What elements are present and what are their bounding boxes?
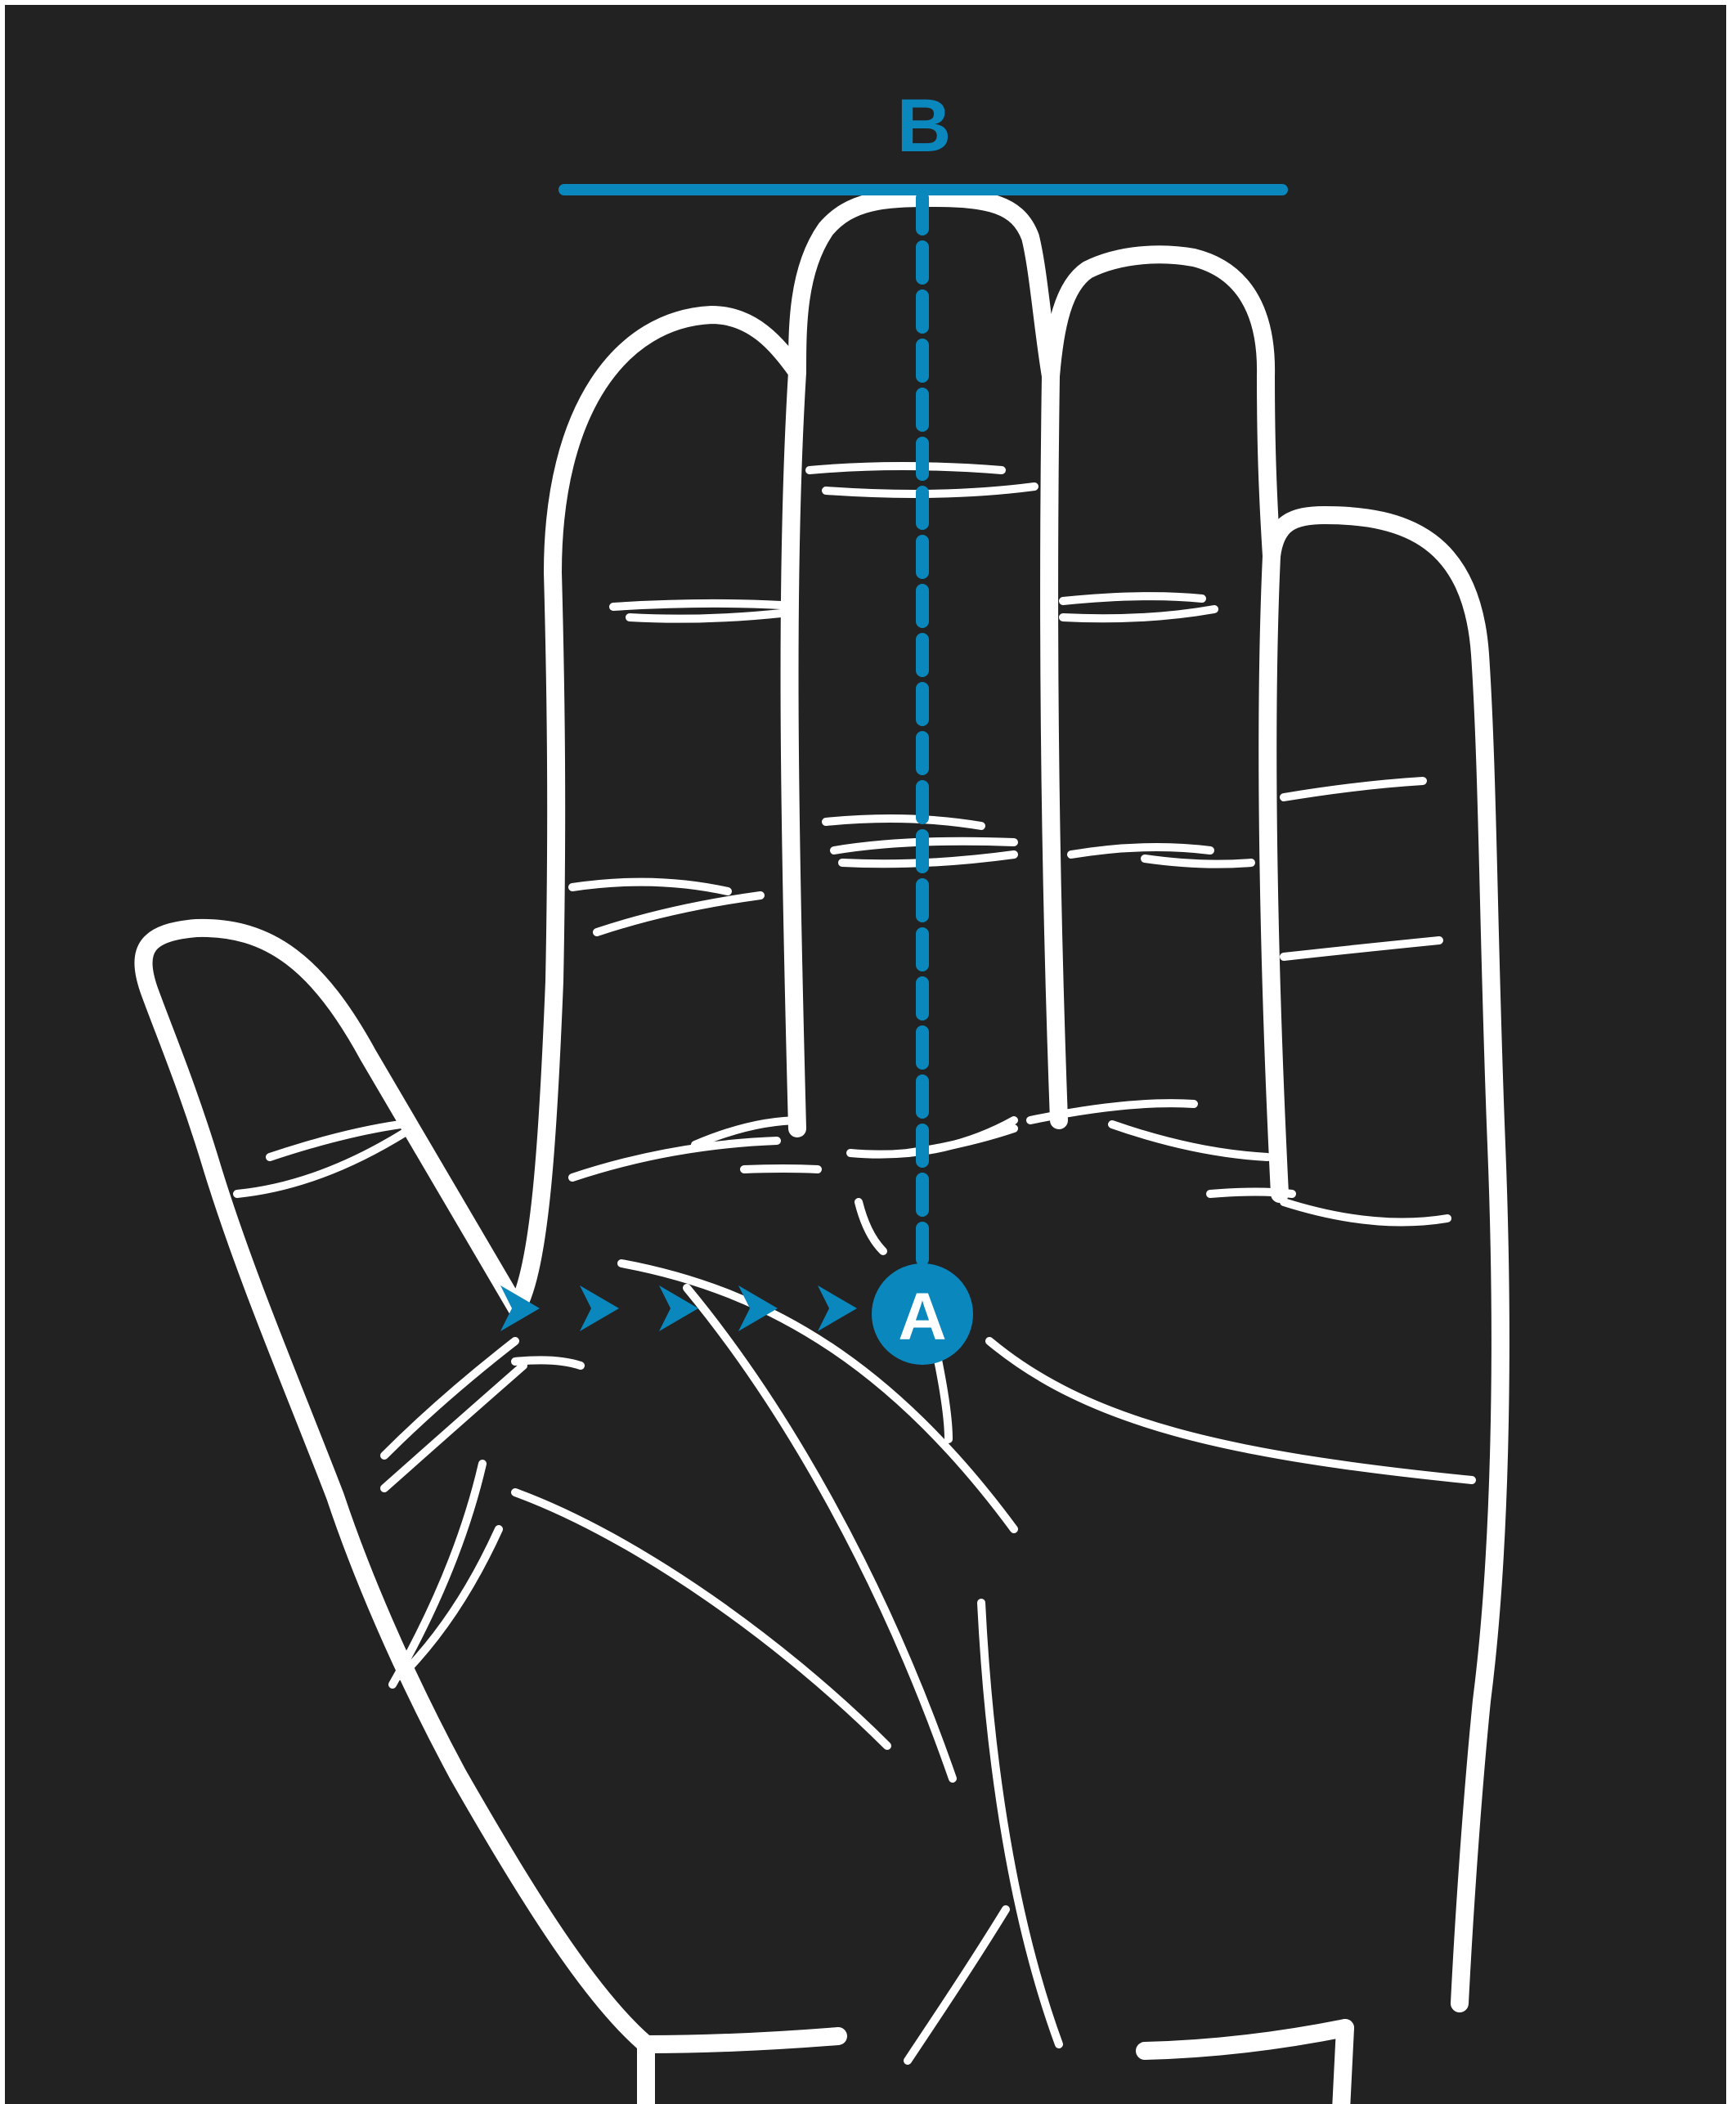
ring-crease-1 <box>1063 596 1202 601</box>
wrist-right-line <box>1341 2028 1345 2104</box>
index-middle-separator <box>790 372 797 1128</box>
middle-ring-separator <box>1049 376 1059 1120</box>
index-crease-1 <box>613 603 781 607</box>
wrist-left-cuff <box>646 2036 838 2044</box>
point-a-label: A <box>898 1280 946 1354</box>
middle-crease-1 <box>810 466 1002 470</box>
base-crease-8 <box>1210 1192 1292 1195</box>
point-b-label: B <box>897 84 951 168</box>
